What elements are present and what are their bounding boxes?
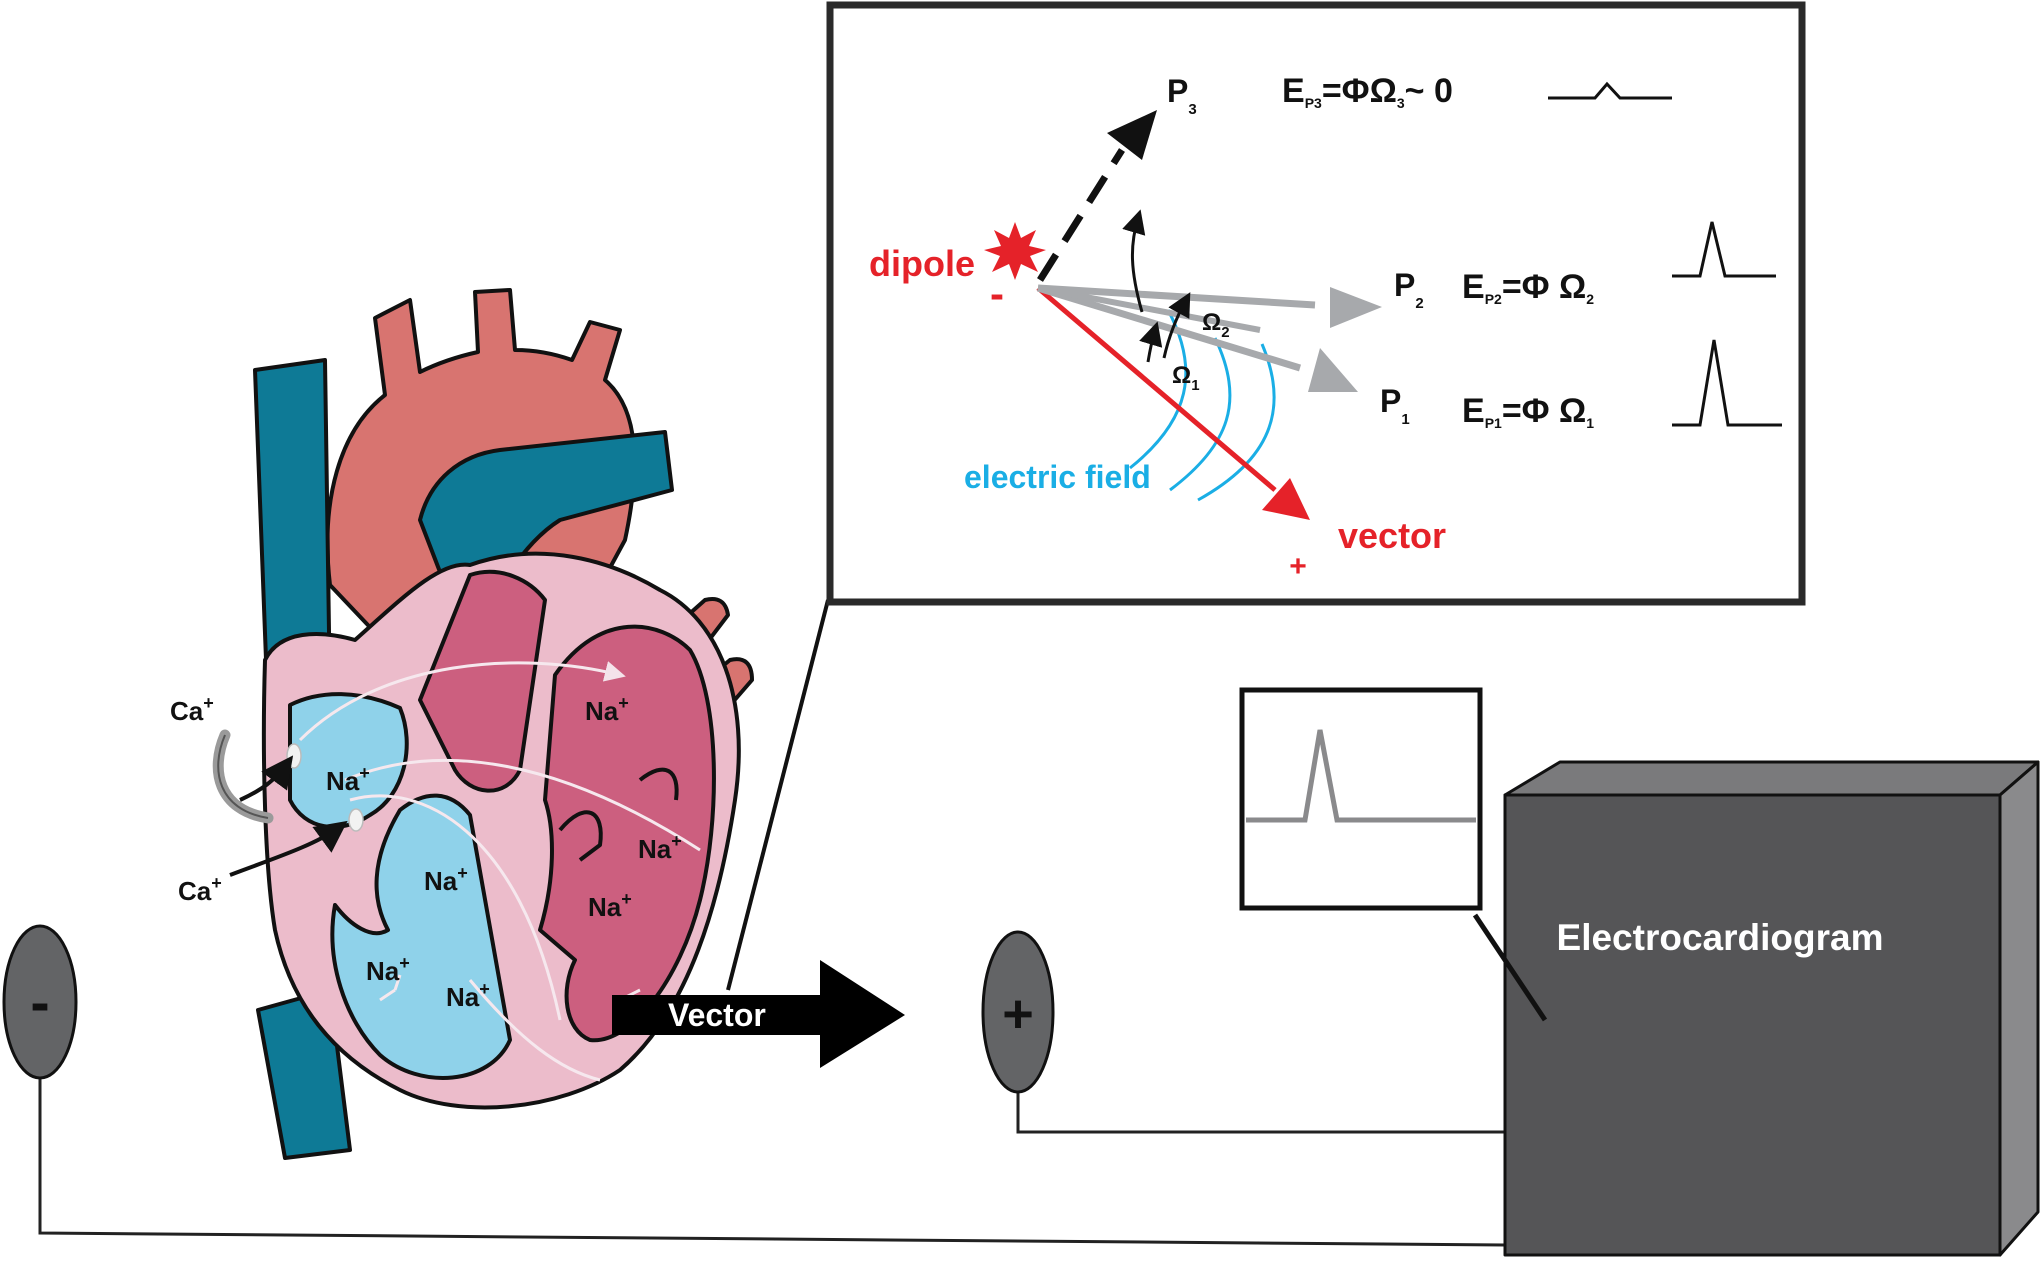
equation-p1: EP1=Φ Ω1 [1462, 392, 1594, 431]
probe-p1 [1036, 284, 1358, 392]
ion-na-right-atrium: Na+ [326, 763, 370, 796]
omega2-arrow [1162, 292, 1191, 359]
probe-p3-head [1107, 110, 1157, 160]
probe-p3-dashed [1037, 148, 1125, 282]
conduction-bundle-left [468, 979, 601, 1082]
wire-positive [1016, 1078, 1505, 1134]
equation-p2: EP2=Φ Ω2 [1462, 268, 1594, 307]
electrode-positive-symbol: + [1002, 984, 1034, 1044]
ion-na-left-ventricle-2: Na+ [588, 889, 632, 922]
left-atrium [418, 569, 547, 793]
conduction-arc-lower [349, 794, 562, 1021]
equation-p3: EP3=ΦΩ3~ 0 [1282, 72, 1453, 111]
ion-arrows [229, 755, 348, 877]
wires [38, 1078, 1506, 1247]
monitor-top [1503, 760, 2040, 797]
heart-vector-arrow: Vector [612, 960, 905, 1068]
ion-labels: Ca+ Ca+ Na+ Na+ Na+ Na+ Na+ Na+ Na+ [170, 693, 682, 1012]
zoom-lines [726, 599, 830, 991]
conduction-arc-mid [344, 758, 701, 852]
angle-arrows [1122, 209, 1191, 363]
calcium-channel [212, 729, 274, 824]
p1-label: P1 [1380, 383, 1410, 428]
heart-vector-label: Vector [668, 997, 766, 1033]
ion-na-left-ventricle-1: Na+ [638, 831, 682, 864]
right-ventricle [330, 793, 512, 1080]
dipole-label: dipole [869, 243, 975, 284]
omega2-label: Ω2 [1202, 309, 1230, 341]
waveforms [1548, 81, 1782, 427]
ion-na-right-ventricle-1: Na+ [424, 863, 468, 896]
ecg-screen [1239, 687, 1548, 1022]
ion-na-left-atrium: Na+ [585, 693, 629, 726]
p2-label: P2 [1394, 267, 1424, 312]
omega1-label: Ω1 [1172, 362, 1200, 394]
electrode-negative-symbol: - [30, 970, 49, 1035]
ion-na-right-ventricle-3: Na+ [446, 979, 490, 1012]
monitor-front [1503, 793, 2002, 1257]
electrode-negative: - [2, 924, 78, 1080]
dipole-sign: - [990, 270, 1004, 317]
ventricle-septum-notch [558, 810, 603, 862]
monitor-side [1998, 760, 2040, 1257]
dipole-star [984, 222, 1046, 280]
waveform-p2 [1672, 221, 1776, 278]
p3-label: P3 [1167, 73, 1197, 118]
sa-node [286, 743, 302, 769]
left-ventricle [538, 624, 716, 1043]
inset-vector-label: vector [1338, 515, 1446, 556]
heart-illustration [253, 288, 754, 1160]
ecg-monitor: Electrocardiogram [1503, 760, 2040, 1257]
av-node [348, 808, 364, 832]
conduction-arc-top [298, 661, 626, 742]
inset-vector-head [1262, 478, 1310, 520]
inset-vector-sign: + [1289, 550, 1307, 583]
ion-ca-upper: Ca+ [170, 693, 214, 726]
conduction-pathways [298, 661, 701, 1082]
ion-ca-lower: Ca+ [178, 873, 222, 906]
ca-lower-arrow [229, 820, 348, 877]
electrode-positive: + [981, 930, 1055, 1094]
dipole-inset: dipole - vector + electric field Ω2 Ω1 P… [826, 1, 1806, 606]
wire-negative [38, 1078, 1506, 1247]
waveform-p1 [1672, 339, 1782, 427]
ca-upper-arrow [239, 755, 294, 802]
monitor-label: Electrocardiogram [1557, 917, 1884, 958]
electric-field-label: electric field [964, 459, 1151, 495]
inset-vector-line [1036, 286, 1277, 492]
screen-ecg-trace [1246, 729, 1476, 823]
left-ventricle-notch [638, 767, 679, 801]
omega1-arrow [1139, 321, 1163, 363]
waveform-p3 [1548, 81, 1672, 100]
probe-p3-fan [1037, 285, 1261, 333]
calcium-channel-outline [217, 734, 269, 819]
ion-na-right-ventricle-2: Na+ [366, 953, 410, 986]
